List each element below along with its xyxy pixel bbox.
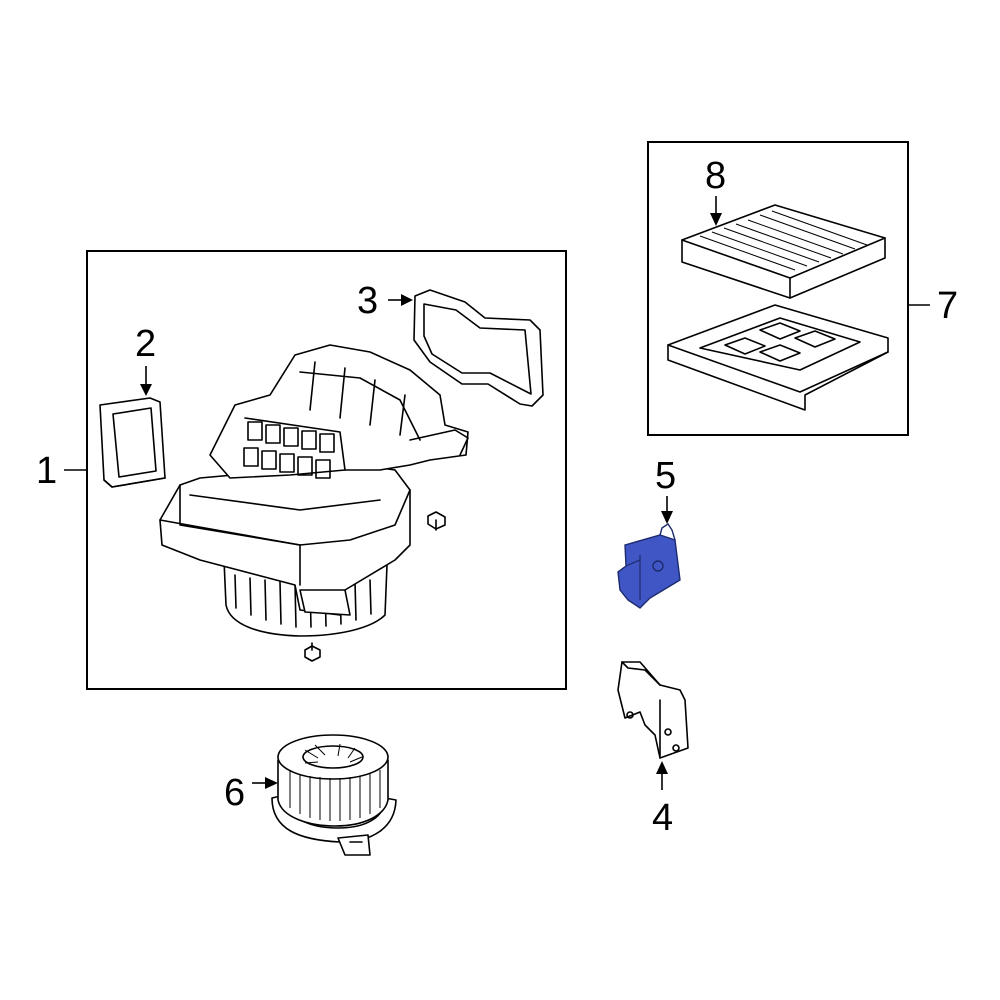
callout-8: 8	[705, 155, 726, 197]
part-8-cabin-filter[interactable]	[681, 204, 886, 299]
part-5-blower-resistor[interactable]	[617, 523, 681, 609]
screw-lower	[304, 642, 321, 662]
part-6-blower-motor[interactable]	[271, 734, 397, 856]
part-3-gasket[interactable]	[413, 289, 544, 407]
callout-5: 5	[655, 455, 676, 497]
part-1-blower-housing[interactable]	[159, 344, 469, 637]
filter-frame	[647, 141, 909, 436]
filter-tray[interactable]	[667, 304, 889, 411]
callout-7: 7	[937, 285, 958, 327]
callout-1: 1	[36, 450, 57, 492]
callout-2: 2	[135, 323, 156, 365]
callout-6: 6	[224, 772, 245, 814]
callout-3: 3	[357, 280, 378, 322]
part-4-bracket[interactable]	[617, 661, 689, 759]
screw-upper	[427, 511, 446, 531]
callout-4: 4	[652, 797, 673, 839]
part-2-seal[interactable]	[99, 397, 166, 488]
